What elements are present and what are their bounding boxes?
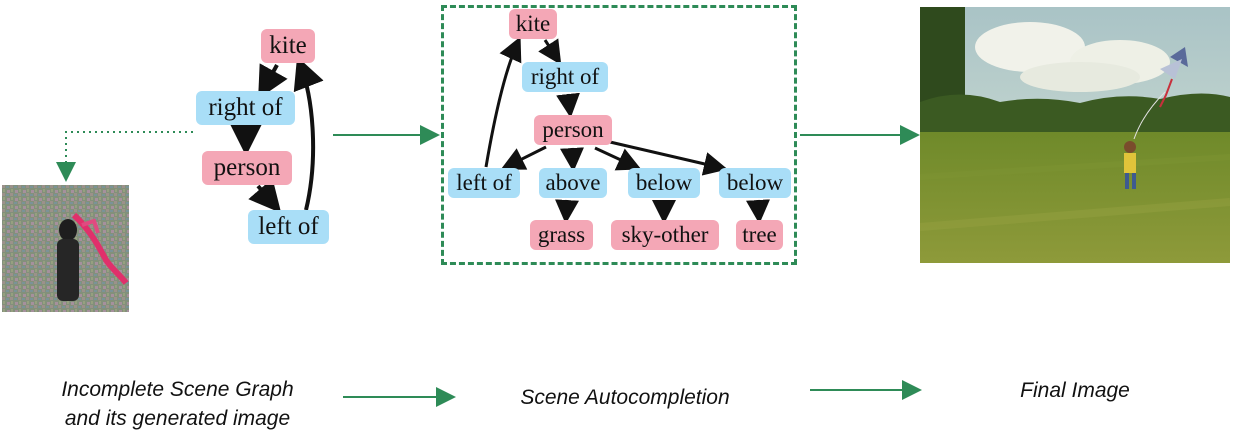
edge-leftof-kite: [293, 56, 324, 211]
edge-kite-rightof: [258, 63, 288, 99]
c-edge-below2-tree: [746, 199, 770, 224]
final-image: [920, 7, 1230, 263]
c-node-tree: tree: [736, 220, 783, 250]
c-node-below-2: below: [719, 168, 791, 198]
caption-autocompletion: Scene Autocompletion: [520, 386, 730, 409]
c-node-sky-other: sky-other: [611, 220, 719, 250]
autocompletion-box: [441, 5, 797, 265]
caption-final-image: Final Image: [1020, 379, 1130, 402]
c-edge-person-above: [560, 147, 584, 172]
c-node-grass: grass: [530, 220, 593, 250]
c-node-right-of: right of: [522, 62, 608, 92]
caption-incomplete: Incomplete Scene Graph and its generated…: [30, 375, 325, 433]
c-edge-person-below1: [594, 146, 642, 171]
caption-incomplete-line2: and its generated image: [64, 407, 291, 430]
c-node-above: above: [539, 168, 607, 198]
generated-image: [2, 185, 129, 312]
c-edge-kite-rightof: [538, 38, 562, 66]
node-kite: kite: [261, 29, 315, 63]
node-right-of: right of: [196, 91, 295, 125]
c-edge-rightof-person: [556, 92, 580, 118]
c-edge-person-leftof: [500, 145, 547, 170]
c-edge-above-grass: [555, 199, 579, 224]
c-node-left-of: left of: [448, 168, 520, 198]
edge-person-leftof: [248, 178, 282, 214]
c-edge-leftof-kite: [484, 36, 522, 168]
node-left-of: left of: [248, 210, 329, 244]
caption-incomplete-line1: Incomplete Scene Graph: [61, 378, 294, 401]
c-node-kite: kite: [509, 9, 557, 39]
c-node-person: person: [534, 115, 612, 145]
node-person: person: [202, 151, 292, 185]
dotted-connector: [56, 131, 193, 182]
c-edge-person-below2: [609, 140, 728, 176]
c-node-below-1: below: [628, 168, 700, 198]
